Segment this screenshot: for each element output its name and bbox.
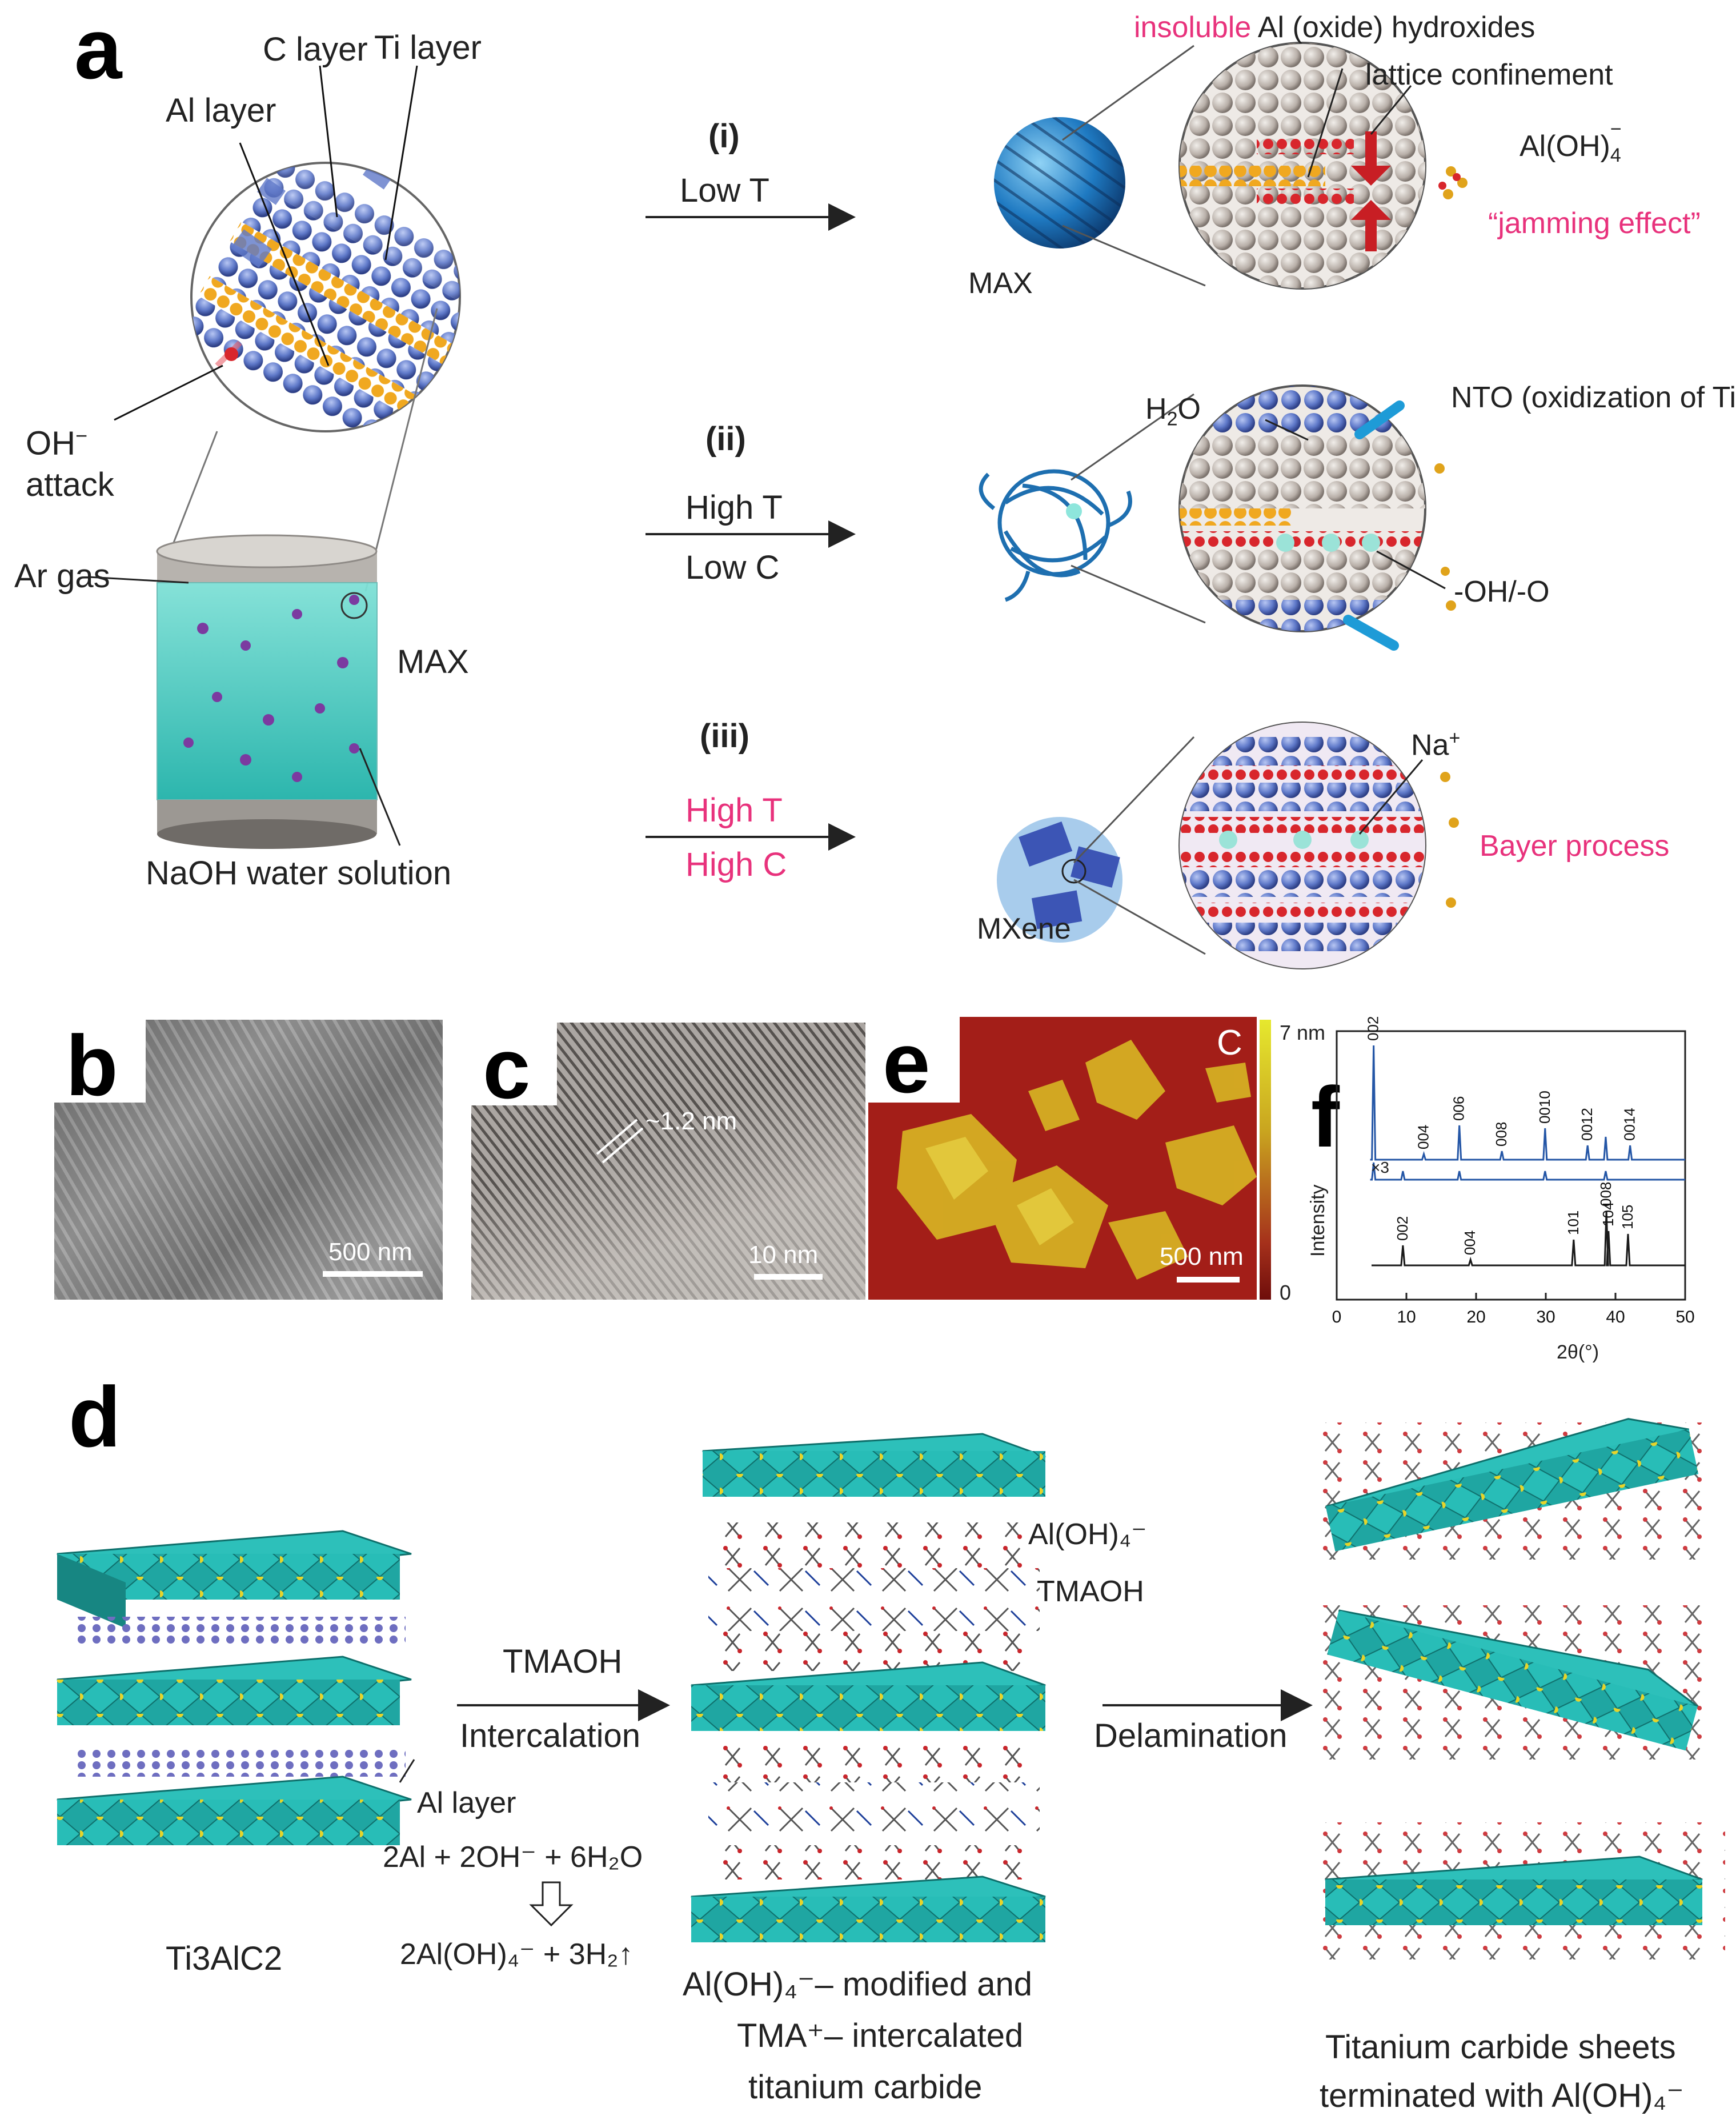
peak-label: 008: [1597, 1182, 1614, 1207]
insoluble-label: insoluble Al (oxide) hydroxides: [1134, 11, 1535, 44]
panel-e-letter: e: [883, 1017, 931, 1111]
xrd-series-line: [1370, 1162, 1685, 1181]
x-tick-label: 40: [1606, 1308, 1625, 1327]
afm-image: e C 500 nm: [868, 1017, 1257, 1300]
scale-label-e: 500 nm: [1160, 1243, 1244, 1271]
route-ii-condition-2: Low C: [685, 549, 780, 586]
layer-pointers: [114, 65, 418, 421]
afm-corner-label: C: [1217, 1023, 1242, 1063]
tmaoh-arrow-label: TMAOH: [503, 1643, 623, 1680]
route-i-condition: Low T: [680, 172, 769, 209]
peak-label: 006: [1450, 1096, 1468, 1121]
route-i-label: (i): [708, 118, 740, 155]
right-caption-2: terminated with Al(OH)₄⁻: [1320, 2077, 1684, 2114]
na-label: Na+: [1411, 727, 1461, 762]
naoh-label: NaOH water solution: [146, 855, 452, 892]
route-iii-condition-2: High C: [685, 846, 787, 883]
peak-label: 0014: [1621, 1108, 1638, 1141]
ar-gas-label: Ar gas: [14, 558, 110, 595]
lattice-confinement-label: lattice confinement: [1365, 58, 1613, 91]
chart-x-label: 2θ(°): [1557, 1341, 1599, 1363]
peak-label: 002: [1394, 1216, 1411, 1241]
h2o-label: H2O: [1145, 392, 1201, 430]
bayer-process-label: Bayer process: [1480, 829, 1670, 863]
route-ii-condition-1: High T: [685, 489, 783, 526]
route-ii-label: (ii): [705, 420, 746, 458]
afm-colorbar: [1260, 1020, 1271, 1300]
peak-label: 002: [1365, 1016, 1382, 1041]
scale-bar-b: [323, 1271, 423, 1277]
chart-annotation-x3: ×3: [1371, 1159, 1389, 1176]
c-layer-label: C layer: [263, 31, 368, 68]
intercalation-label: Intercalation: [460, 1717, 640, 1754]
peak-label: 104: [1599, 1202, 1617, 1227]
middle-caption-1: Al(OH)₄⁻– modified and: [683, 1966, 1032, 2003]
scale-bar-e: [1177, 1277, 1240, 1283]
peak-label: 105: [1619, 1205, 1636, 1229]
x-tick-label: 30: [1536, 1308, 1555, 1327]
route-iii-graphics: [997, 722, 1459, 969]
peak-label: 004: [1461, 1231, 1478, 1255]
intercalated-stack: [691, 1433, 1046, 1942]
reaction-arrows: [646, 203, 856, 851]
panel-f-letter: f: [1311, 1069, 1340, 1165]
scale-label-b: 500 nm: [328, 1238, 412, 1266]
equation-line-2: 2Al(OH)₄⁻ + 3H₂↑: [400, 1938, 634, 1971]
scale-label-c: 10 nm: [748, 1241, 819, 1269]
tmaoh-d-label: TMAOH: [1037, 1575, 1144, 1608]
equation-line-1: 2Al + 2OH⁻ + 6H₂O: [383, 1841, 643, 1874]
max-sphere-label: MAX: [968, 267, 1033, 300]
ti3alc2-label: Ti3AlC2: [166, 1940, 283, 1977]
jamming-effect-label: “jamming effect”: [1488, 207, 1701, 240]
oh-label: OH−: [26, 424, 88, 462]
tem-image: c ~1.2 nm 10 nm: [471, 1023, 865, 1300]
aloh4-d-label: Al(OH)₄⁻: [1028, 1518, 1147, 1551]
route-iii-label: (iii): [700, 718, 749, 755]
oh-o-label: -OH/-O: [1454, 575, 1550, 608]
spacing-label-c: ~1.2 nm: [646, 1107, 737, 1135]
peak-label: 004: [1415, 1125, 1432, 1149]
reactor-cylinder: [88, 308, 438, 849]
x-tick-label: 50: [1675, 1308, 1694, 1327]
x-tick-label: 10: [1397, 1308, 1416, 1327]
colorbar-min-label: 0: [1280, 1281, 1292, 1304]
delaminated-sheets: [1302, 1418, 1725, 1959]
aloh4-label: Al(OH)4−: [1519, 118, 1622, 166]
al-layer-d-label: Al layer: [417, 1786, 516, 1820]
peak-label: 008: [1493, 1122, 1510, 1147]
peak-label: 0012: [1578, 1108, 1595, 1141]
route-iii-condition-1: High T: [685, 792, 783, 829]
al-layer-label: Al layer: [166, 92, 276, 129]
middle-caption-3: titanium carbide: [748, 2069, 983, 2106]
peak-label: 0010: [1536, 1091, 1553, 1124]
panel-d-letter: d: [69, 1369, 121, 1465]
peak-label: 101: [1565, 1211, 1582, 1235]
panel-a-letter: a: [74, 1, 122, 97]
xrd-series-line: [1370, 1045, 1685, 1161]
right-caption-1: Titanium carbide sheets: [1325, 2029, 1676, 2066]
x-tick-label: 20: [1466, 1308, 1485, 1327]
xrd-series-line: [1372, 1211, 1685, 1267]
middle-caption-2: TMA⁺– intercalated: [737, 2017, 1024, 2054]
chart-frame: [1336, 1030, 1686, 1301]
panel-c-letter: c: [483, 1023, 531, 1116]
panel-b-letter: b: [66, 1017, 118, 1113]
route-i-graphics: [994, 42, 1468, 290]
x-tick-label: 0: [1332, 1308, 1342, 1327]
ti-layer-label: Ti layer: [374, 29, 482, 66]
mxene-label: MXene: [977, 912, 1071, 945]
delamination-label: Delamination: [1094, 1717, 1288, 1754]
sem-image: b 500 nm: [54, 1020, 443, 1300]
ti3alc2-stack: [57, 1530, 412, 1845]
attack-label: attack: [26, 466, 114, 503]
colorbar-max-label: 7 nm: [1280, 1021, 1326, 1044]
nto-label: NTO (oxidization of Ti): [1451, 381, 1736, 414]
scale-bar-c: [754, 1274, 823, 1280]
max-reactor-label: MAX: [397, 643, 469, 680]
